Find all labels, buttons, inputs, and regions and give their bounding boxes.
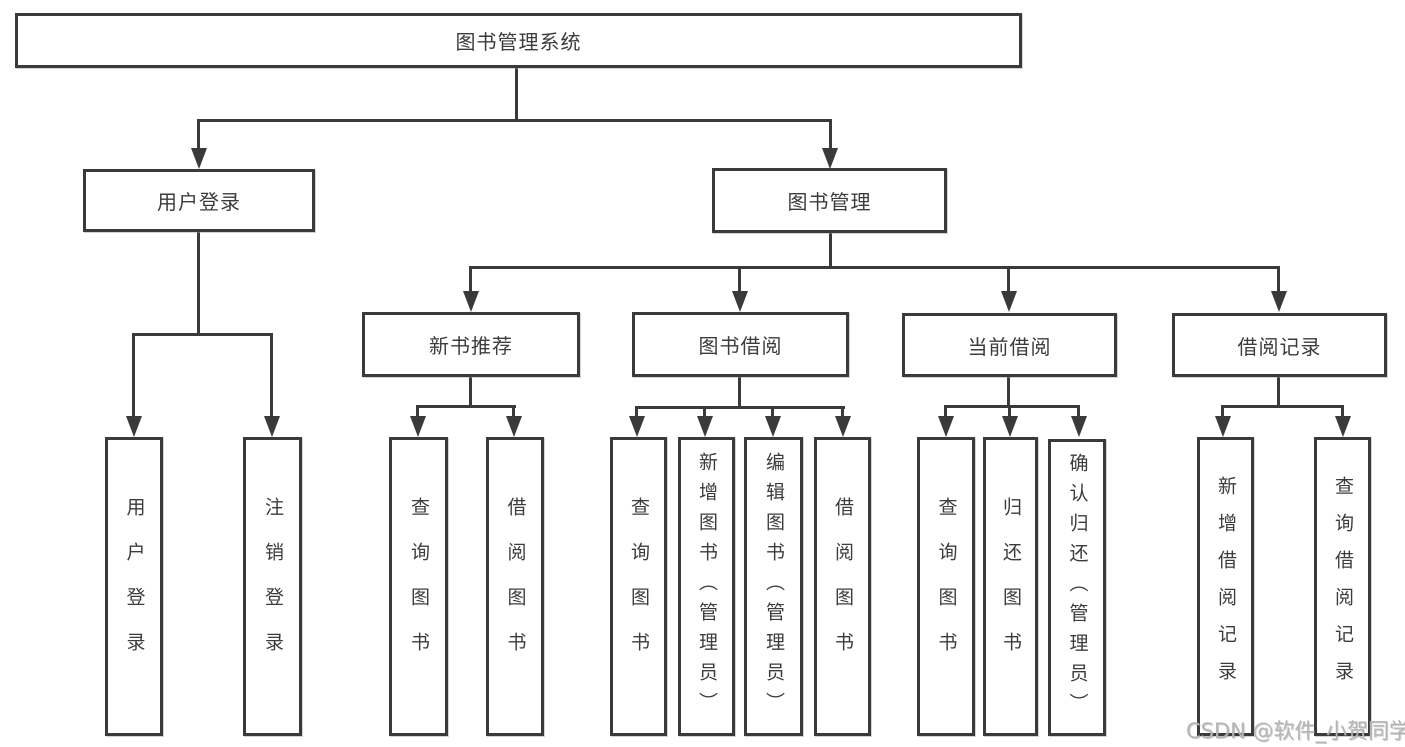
arrowhead-icon (1271, 291, 1287, 312)
connector (829, 119, 832, 150)
leaf-br-query-record-label: 查询借阅记录 (1332, 475, 1354, 698)
connector (771, 406, 774, 417)
leaf-bb-add-book-label: 新增图书（管理员） (696, 451, 718, 722)
arrowhead-icon (765, 416, 781, 437)
leaf-rec-borrow-book-label: 借阅图书 (504, 496, 527, 677)
connector (635, 406, 638, 417)
leaf-cb-confirm-return-label: 确认归还（管理员） (1066, 452, 1089, 723)
arrowhead-icon (1335, 416, 1351, 437)
leaf-cb-query-book-label: 查询图书 (935, 496, 958, 677)
connector (469, 377, 472, 408)
node-book-borrow: 图书借阅 (632, 312, 849, 377)
connector (1221, 405, 1224, 417)
arrowhead-icon (629, 416, 645, 437)
arrowhead-icon (822, 148, 838, 169)
arrowhead-icon (506, 416, 522, 437)
connector (197, 119, 200, 150)
arrowhead-icon (732, 291, 748, 312)
node-user-login: 用户登录 (83, 169, 315, 232)
arrowhead-icon (835, 416, 851, 437)
connector-login-bus (132, 333, 273, 336)
arrowhead-icon (1002, 416, 1018, 437)
leaf-rec-query-book-label: 查询图书 (408, 496, 430, 677)
connector (1008, 405, 1011, 417)
node-book-borrow-label: 图书借阅 (698, 334, 783, 358)
node-borrow-records: 借阅记录 (1172, 313, 1387, 377)
connector (738, 266, 741, 292)
connector (1277, 377, 1280, 407)
connector (512, 405, 515, 417)
leaf-bb-edit-book: 编辑图书（管理员） (744, 437, 803, 736)
arrowhead-icon (1215, 416, 1231, 437)
connector-bb-bus (635, 406, 845, 409)
node-new-book-rec: 新书推荐 (362, 312, 580, 377)
connector (416, 405, 419, 417)
leaf-logout: 注销登录 (243, 437, 302, 736)
node-borrow-records-label: 借阅记录 (1237, 334, 1322, 359)
connector-mgmt-bus (469, 266, 1280, 269)
connector (841, 406, 844, 417)
arrowhead-icon (463, 291, 479, 312)
connector (1341, 405, 1344, 417)
leaf-cb-confirm-return: 确认归还（管理员） (1048, 439, 1106, 736)
arrowhead-icon (410, 416, 426, 437)
watermark-text: CSDN @软件_小贺同学 (1186, 719, 1405, 743)
connector (703, 406, 706, 417)
arrowhead-icon (938, 416, 954, 437)
leaf-br-query-record: 查询借阅记录 (1314, 437, 1371, 736)
leaf-logout-label: 注销登录 (262, 496, 284, 677)
node-root-label: 图书管理系统 (455, 30, 582, 54)
connector (829, 233, 832, 269)
node-user-login-label: 用户登录 (157, 190, 241, 214)
connector (1007, 377, 1010, 407)
leaf-br-add-record: 新增借阅记录 (1197, 437, 1254, 736)
connector (944, 405, 947, 417)
arrowhead-icon (126, 416, 142, 437)
leaf-bb-query-book-label: 查询图书 (628, 496, 650, 677)
node-current-borrow: 当前借阅 (902, 313, 1117, 377)
connector (469, 266, 472, 292)
connector (1007, 266, 1010, 292)
node-root: 图书管理系统 (15, 13, 1022, 68)
connector-level2-bus (197, 119, 832, 122)
connector (132, 333, 135, 417)
node-book-mgmt-label: 图书管理 (787, 190, 872, 214)
arrowhead-icon (264, 416, 280, 437)
leaf-cb-return-book: 归还图书 (983, 437, 1038, 736)
connector (1077, 405, 1080, 417)
connector (197, 232, 200, 336)
arrowhead-icon (1071, 416, 1087, 437)
node-book-mgmt: 图书管理 (712, 168, 947, 233)
leaf-bb-edit-book-label: 编辑图书（管理员） (763, 451, 785, 722)
leaf-user-login: 用户登录 (105, 437, 163, 736)
leaf-rec-query-book: 查询图书 (389, 437, 448, 736)
connector (1277, 266, 1280, 292)
connector (270, 333, 273, 417)
leaf-bb-add-book: 新增图书（管理员） (678, 437, 735, 736)
connector-cb-bus (944, 405, 1080, 408)
leaf-rec-borrow-book: 借阅图书 (486, 437, 544, 736)
connector-rec-bus (416, 405, 516, 408)
node-new-book-rec-label: 新书推荐 (429, 334, 513, 358)
leaf-cb-return-book-label: 归还图书 (1000, 496, 1022, 677)
connector-root-stem (515, 68, 518, 121)
node-current-borrow-label: 当前借阅 (967, 334, 1052, 359)
leaf-bb-query-book: 查询图书 (610, 437, 667, 736)
connector-br-bus (1221, 405, 1344, 408)
arrowhead-icon (697, 416, 713, 437)
arrowhead-icon (191, 148, 207, 169)
arrowhead-icon (1001, 291, 1017, 312)
leaf-bb-borrow-book: 借阅图书 (814, 437, 871, 736)
leaf-cb-query-book: 查询图书 (917, 437, 975, 736)
leaf-bb-borrow-book-label: 借阅图书 (832, 496, 854, 677)
connector (738, 377, 741, 408)
leaf-br-add-record-label: 新增借阅记录 (1215, 475, 1237, 698)
leaf-user-login-label: 用户登录 (123, 496, 146, 677)
